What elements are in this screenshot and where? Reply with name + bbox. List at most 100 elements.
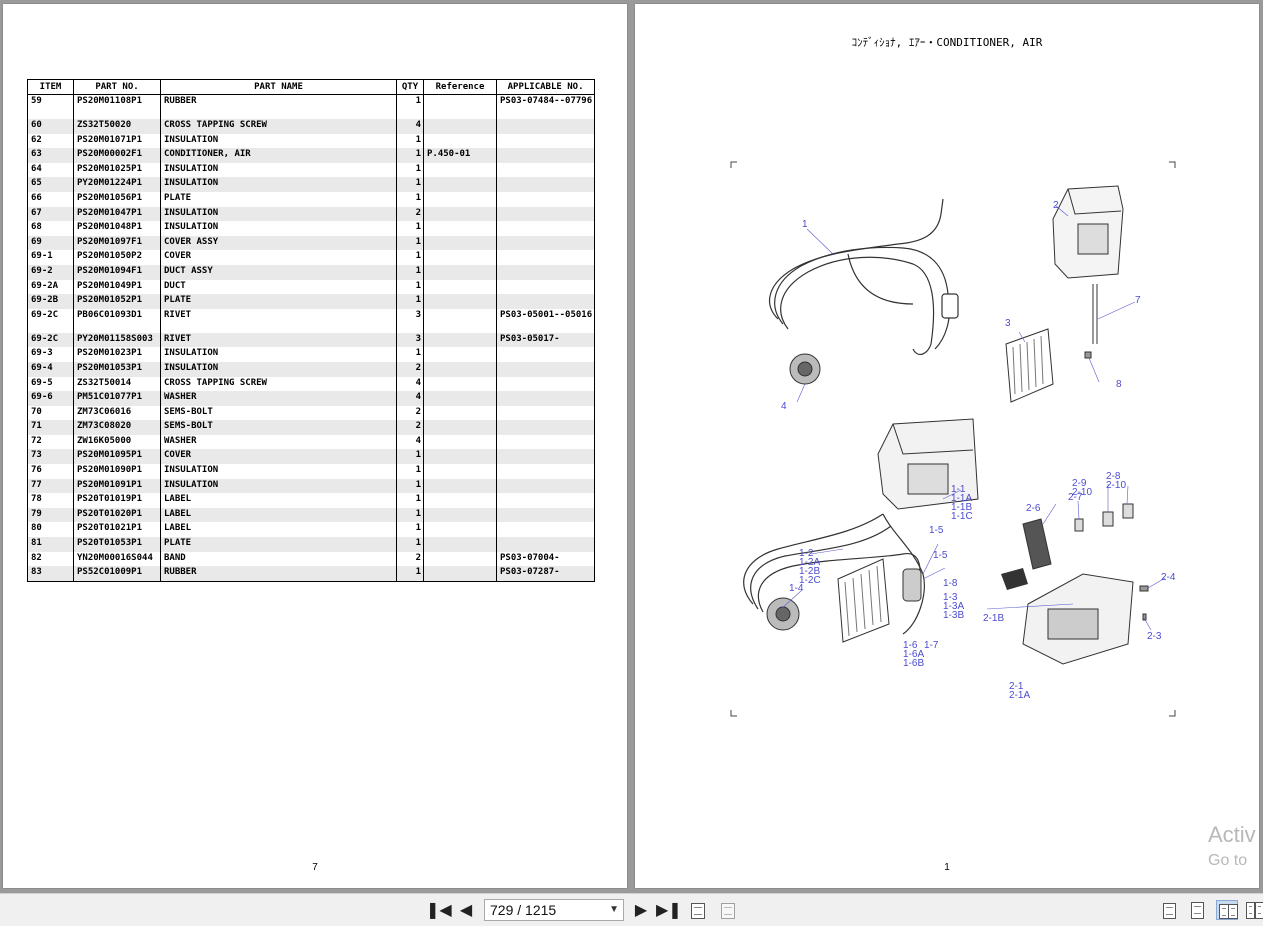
first-page-icon[interactable]: ❚◀ <box>426 900 452 919</box>
cell-item: 72 <box>27 434 74 450</box>
document-viewer[interactable]: ITEM PART NO. PART NAME QTY Reference AP… <box>0 0 1263 893</box>
col-header-item: ITEM <box>27 79 74 95</box>
cell-reference <box>423 250 497 265</box>
damper-parts <box>1074 503 1134 532</box>
drain-hose <box>1092 284 1098 344</box>
page-number-select[interactable]: 729 / 1215 ▼ <box>484 899 624 921</box>
cell-reference <box>423 434 497 450</box>
col-header-qty: QTY <box>396 79 424 95</box>
cell-applicable-no <box>495 478 596 494</box>
next-page-icon[interactable]: ▶ <box>634 900 648 919</box>
cell-part-no: PS20M01025P1 <box>73 162 161 178</box>
evaporator-unit-upper <box>1052 185 1124 279</box>
cell-part-name: PLATE <box>160 191 397 207</box>
cell-part-no: PY20M01224P1 <box>73 177 161 192</box>
cell-part-no: PS20M01071P1 <box>73 133 161 149</box>
label-2: 2 <box>1053 200 1059 211</box>
cell-reference <box>423 391 497 406</box>
cell-qty: 1 <box>396 449 424 465</box>
label-2-1B: 2-1B <box>983 613 1004 624</box>
cell-part-name: COVER ASSY <box>160 235 397 251</box>
cell-part-name: SEMS-BOLT <box>160 420 397 435</box>
cell-part-no: PS20M01053P1 <box>73 361 161 377</box>
small-bracket <box>1139 585 1149 621</box>
cell-applicable-no <box>495 177 596 192</box>
label-1-2B: 1-2B <box>799 566 820 577</box>
cell-part-no: PS20M01056P1 <box>73 191 161 207</box>
cell-reference: P.450-01 <box>423 148 497 163</box>
two-page-continuous-view-icon[interactable] <box>1244 900 1263 920</box>
cell-qty: 1 <box>396 507 424 523</box>
label-2-6: 2-6 <box>1026 503 1041 514</box>
cell-applicable-no <box>495 148 596 163</box>
cell-applicable-no <box>495 119 596 134</box>
cell-reference <box>423 507 497 523</box>
cell-part-no: YN20M00016S044 <box>73 551 161 567</box>
cell-part-no: PS20T01019P1 <box>73 493 161 508</box>
cell-part-name: INSULATION <box>160 361 397 377</box>
cell-reference <box>423 264 497 280</box>
cell-reference <box>423 332 497 348</box>
page-parts-list: ITEM PART NO. PART NAME QTY Reference AP… <box>3 4 627 888</box>
cell-part-no: PS20M01023P1 <box>73 347 161 362</box>
cell-part-name: INSULATION <box>160 221 397 236</box>
cell-part-no: PS20M00002F1 <box>73 148 161 163</box>
label-2-9: 2-9 <box>1072 478 1087 489</box>
cell-part-name: DUCT ASSY <box>160 264 397 280</box>
leader-lines <box>780 205 1166 631</box>
cell-item: 69 <box>27 235 74 251</box>
cell-item: 69-2C <box>27 308 74 333</box>
rotate-view-icon[interactable] <box>688 900 710 920</box>
label-2-3: 2-3 <box>1147 631 1162 642</box>
continuous-view-icon[interactable] <box>1186 900 1208 920</box>
cell-qty: 2 <box>396 405 424 421</box>
two-page-view-icon[interactable] <box>1216 900 1238 920</box>
cell-applicable-no <box>495 434 596 450</box>
cell-qty: 4 <box>396 391 424 406</box>
cell-part-no: PS20M01050P2 <box>73 250 161 265</box>
hose-assembly-lower <box>743 513 925 635</box>
cell-qty: 1 <box>396 566 424 582</box>
cell-part-no: ZW16K05000 <box>73 434 161 450</box>
cell-qty: 2 <box>396 361 424 377</box>
label-1-6B: 1-6B <box>903 658 924 669</box>
cell-item: 69-2C <box>27 332 74 348</box>
cell-item: 71 <box>27 420 74 435</box>
cell-item: 66 <box>27 191 74 207</box>
table-header-row: ITEM PART NO. PART NAME QTY Reference AP… <box>27 79 596 95</box>
label-1-5a: 1-5 <box>929 525 944 536</box>
last-page-icon[interactable]: ▶❚ <box>656 900 682 919</box>
cell-qty: 2 <box>396 206 424 222</box>
cell-part-no: PS20M01094F1 <box>73 264 161 280</box>
cell-reference <box>423 405 497 421</box>
single-page-view-icon[interactable] <box>1158 900 1180 920</box>
label-1-2A: 1-2A <box>799 557 820 568</box>
compare-view-icon[interactable] <box>718 900 740 920</box>
cell-item: 76 <box>27 464 74 479</box>
cell-applicable-no <box>495 449 596 465</box>
condenser-lower <box>837 558 890 643</box>
cell-item: 69-2B <box>27 294 74 309</box>
col-header-applicable-no: APPLICABLE NO. <box>495 79 596 95</box>
label-1-2: 1-2 <box>799 548 814 559</box>
previous-page-icon[interactable]: ◀ <box>459 900 473 919</box>
label-1-3A: 1-3A <box>943 601 964 612</box>
cell-item: 82 <box>27 551 74 567</box>
cell-applicable-no <box>495 294 596 309</box>
